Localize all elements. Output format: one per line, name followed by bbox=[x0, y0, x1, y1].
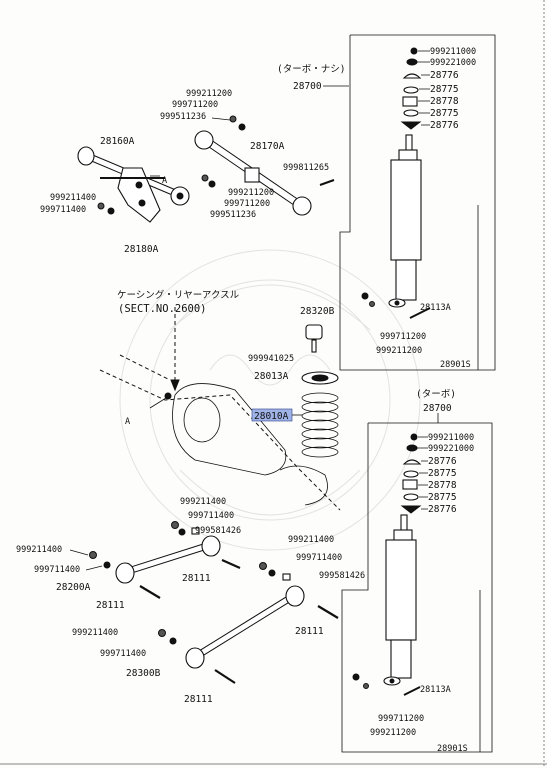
label-sb-28778: 28778 bbox=[428, 480, 457, 491]
label-28170a: 28170A bbox=[250, 141, 285, 152]
label-section-jp: ケーシング・リヤーアクスル bbox=[117, 289, 240, 301]
shock-bottom-bolt-top bbox=[361, 292, 431, 319]
label-999711400-b: 999711400 bbox=[188, 511, 234, 521]
axle-housing-reference bbox=[99, 307, 341, 511]
shock-absorber-panel-bottom bbox=[341, 422, 493, 753]
label-28300b: 28300B bbox=[126, 668, 161, 679]
label-28320b: 28320B bbox=[300, 306, 335, 317]
label-st-28775a: 28775 bbox=[430, 84, 459, 95]
label-999211400-c: 999211400 bbox=[16, 545, 62, 555]
top-mount-hardware-stack bbox=[400, 47, 422, 130]
bottom-mount-hardware-stack bbox=[400, 433, 422, 514]
label-28160a: 28160A bbox=[100, 136, 135, 147]
label-28111-b: 28111 bbox=[96, 600, 125, 611]
label-28013a: 28013A bbox=[254, 371, 289, 382]
label-999211400-d: 999211400 bbox=[288, 535, 334, 545]
label-28111-c: 28111 bbox=[295, 626, 324, 637]
label-28200a: 28200A bbox=[56, 582, 91, 593]
label-999211200-a: 999211200 bbox=[186, 89, 232, 99]
shock-absorber-panel-top bbox=[339, 34, 496, 371]
label-title-turbo: (ターボ) bbox=[416, 389, 456, 400]
label-28180a: 28180A bbox=[124, 244, 159, 255]
shock-absorber-top bbox=[388, 134, 422, 308]
label-999211200-b: 999211200 bbox=[228, 188, 274, 198]
part-labels: (ターボ・ナシ) 28700 999211000 999221000 28776… bbox=[16, 47, 476, 754]
label-28111-d: 28111 bbox=[184, 694, 213, 705]
label-sb-28776b: 28776 bbox=[428, 504, 457, 515]
label-st-28775b: 28775 bbox=[430, 108, 459, 119]
shock-absorber-bottom bbox=[383, 514, 417, 686]
label-arrow-a: A bbox=[125, 417, 130, 427]
label-999711400-e: 999711400 bbox=[100, 649, 146, 659]
coil-spring-assembly bbox=[301, 324, 339, 458]
lower-link-assembly bbox=[89, 521, 339, 684]
label-st-28776a: 28776 bbox=[430, 70, 459, 81]
label-sb-28775b: 28775 bbox=[428, 492, 457, 503]
label-999941025: 999941025 bbox=[248, 354, 294, 364]
label-st-999221000: 999221000 bbox=[430, 58, 476, 68]
label-st-999711200: 999711200 bbox=[380, 332, 426, 342]
label-999211400-a: 999211400 bbox=[50, 193, 96, 203]
label-28700-bottom: 28700 bbox=[423, 403, 452, 414]
label-999711400-d: 999711400 bbox=[296, 553, 342, 563]
label-999711400-a: 999711400 bbox=[40, 205, 86, 215]
label-999711400-c: 999711400 bbox=[34, 565, 80, 575]
label-999511236-a: 999511236 bbox=[160, 112, 206, 122]
label-999581426-a: 999581426 bbox=[195, 526, 241, 536]
label-sb-28775a: 28775 bbox=[428, 468, 457, 479]
label-title-non-turbo: (ターボ・ナシ) bbox=[277, 64, 345, 75]
upper-link-assembly: A bbox=[77, 115, 335, 223]
label-999211400-b: 999211400 bbox=[180, 497, 226, 507]
watermark-emblem bbox=[119, 249, 421, 551]
svg-text:A: A bbox=[162, 176, 167, 186]
coil-spring bbox=[301, 392, 339, 458]
label-st-999211200: 999211200 bbox=[376, 346, 422, 356]
label-28700-top: 28700 bbox=[293, 81, 322, 92]
label-28111-a: 28111 bbox=[182, 573, 211, 584]
label-999711200-a: 999711200 bbox=[172, 100, 218, 110]
label-999581426-b: 999581426 bbox=[319, 571, 365, 581]
label-999211400-e: 999211400 bbox=[72, 628, 118, 638]
label-st-28778: 28778 bbox=[430, 96, 459, 107]
label-sb-999211200: 999211200 bbox=[370, 728, 416, 738]
label-section-ref: (SECT.NO.2600) bbox=[118, 303, 207, 315]
label-28113a-top: 28113A bbox=[420, 303, 451, 313]
label-28901s-top: 28901S bbox=[440, 360, 471, 370]
label-sb-999211000: 999211000 bbox=[428, 433, 474, 443]
label-999711200-b: 999711200 bbox=[224, 199, 270, 209]
label-sb-28776a: 28776 bbox=[428, 456, 457, 467]
label-st-28776b: 28776 bbox=[430, 120, 459, 131]
label-999511236-b: 999511236 bbox=[210, 210, 256, 220]
label-28113a-bottom: 28113A bbox=[420, 685, 451, 695]
shock-bottom-bolt-bottom bbox=[352, 673, 421, 696]
label-28901s-bottom: 28901S bbox=[437, 744, 468, 754]
label-st-999211000: 999211000 bbox=[430, 47, 476, 57]
label-999811265: 999811265 bbox=[283, 163, 329, 173]
label-28010a: 28010A bbox=[254, 411, 289, 422]
label-sb-999221000: 999221000 bbox=[428, 444, 474, 454]
label-sb-999711200: 999711200 bbox=[378, 714, 424, 724]
